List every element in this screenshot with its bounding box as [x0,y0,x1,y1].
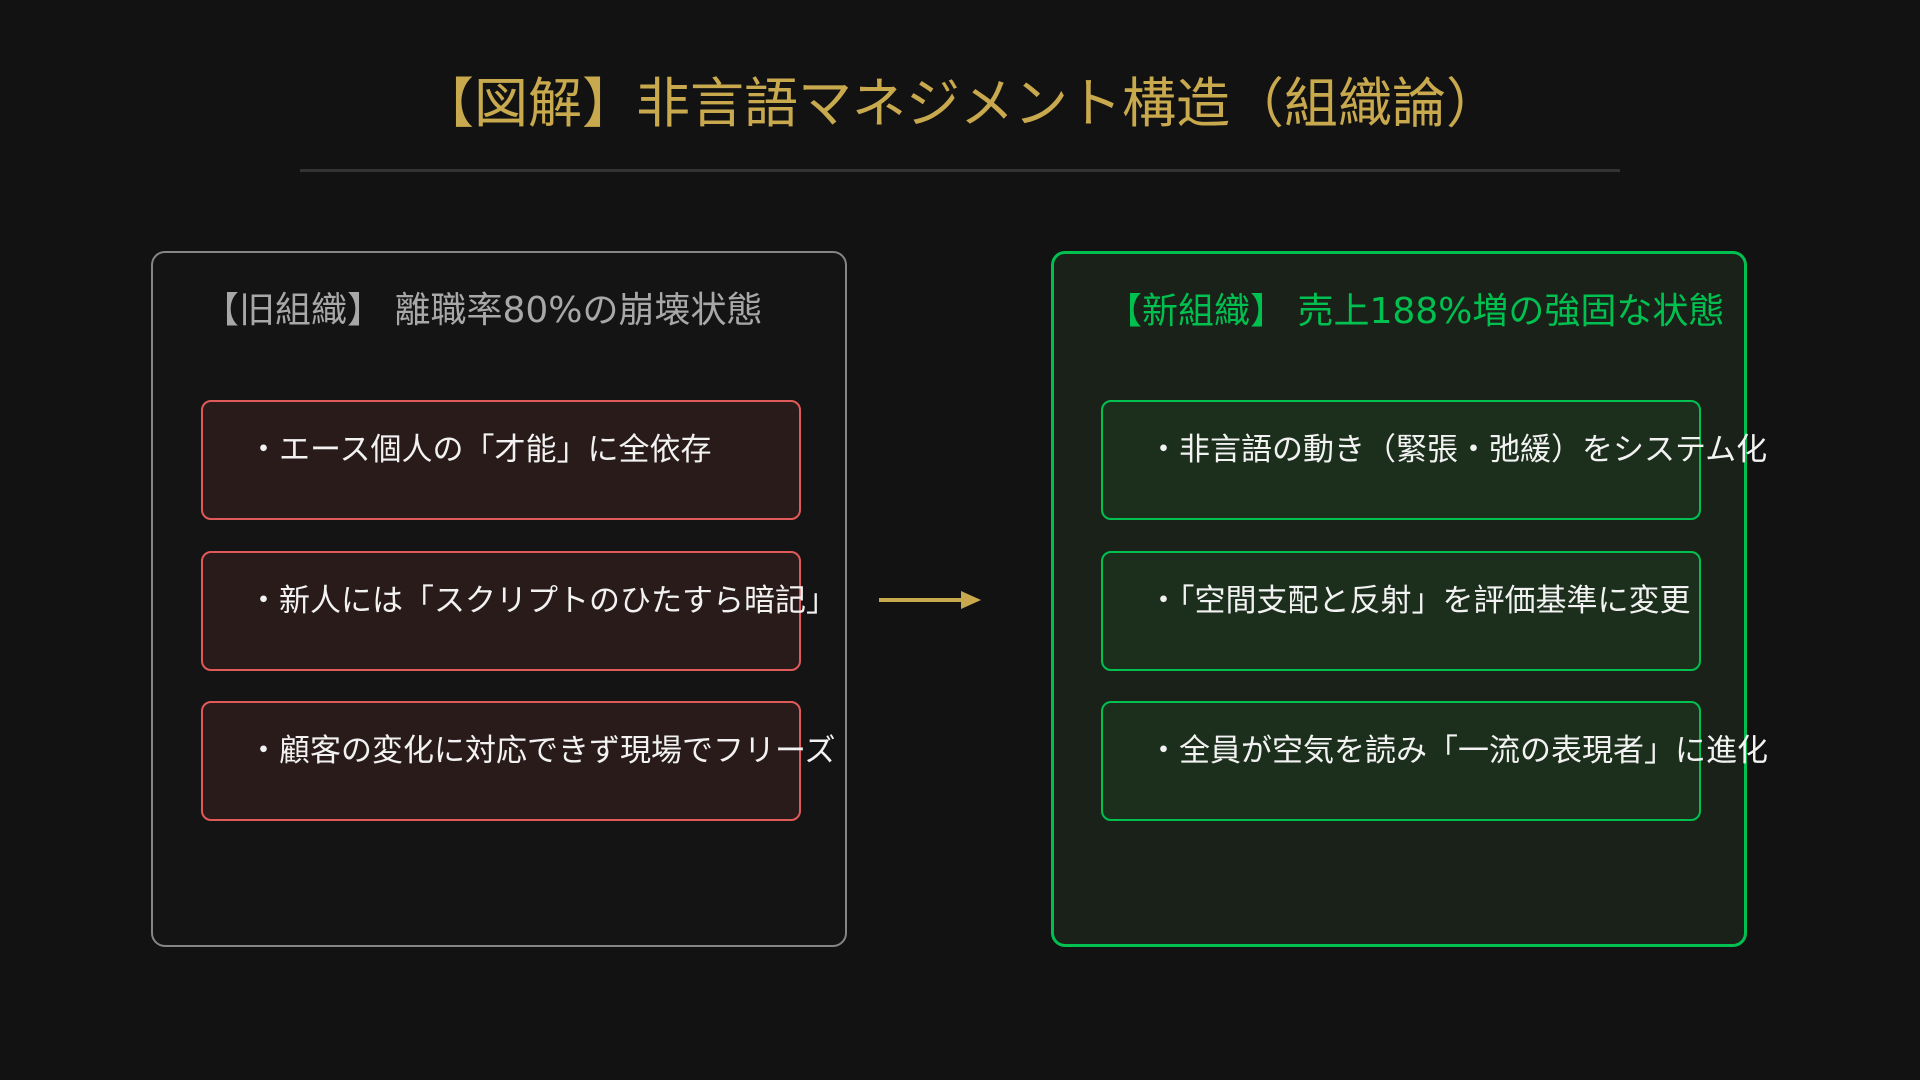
old-organization-panel: 【旧組織】 離職率80%の崩壊状態 ・エース個人の「才能」に全依存 ・新人には「… [151,251,847,947]
old-item: ・新人には「スクリプトのひたすら暗記」 [201,551,837,671]
new-item-text: ・全員が空気を読み「一流の表現者」に進化 [1148,733,1768,769]
new-item: ・非言語の動き（緊張・弛緩）をシステム化 [1101,400,1767,520]
title-divider [300,169,1620,172]
old-item-text: ・顧客の変化に対応できず現場でフリーズ [248,733,836,769]
old-organization-heading: 【旧組織】 離職率80%の崩壊状態 [203,290,763,331]
old-item-text: ・エース個人の「才能」に全依存 [248,432,712,468]
new-item-text: ・非言語の動き（緊張・弛緩）をシステム化 [1148,432,1768,468]
old-item: ・顧客の変化に対応できず現場でフリーズ [201,701,835,821]
page-title: 【図解】非言語マネジメント構造（組織論） [420,72,1500,135]
old-item: ・エース個人の「才能」に全依存 [201,400,801,520]
new-organization-heading: 【新組織】 売上188%増の強固な状態 [1106,291,1725,332]
new-organization-panel: 【新組織】 売上188%増の強固な状態 ・非言語の動き（緊張・弛緩）をシステム化… [1051,251,1768,947]
new-item: ・全員が空気を読み「一流の表現者」に進化 [1101,701,1768,821]
new-item: ・「空間支配と反射」を評価基準に変更 [1101,551,1701,671]
new-item-text: ・「空間支配と反射」を評価基準に変更 [1148,583,1691,619]
old-item-text: ・新人には「スクリプトのひたすら暗記」 [248,583,837,619]
right-arrow-icon [879,591,981,609]
